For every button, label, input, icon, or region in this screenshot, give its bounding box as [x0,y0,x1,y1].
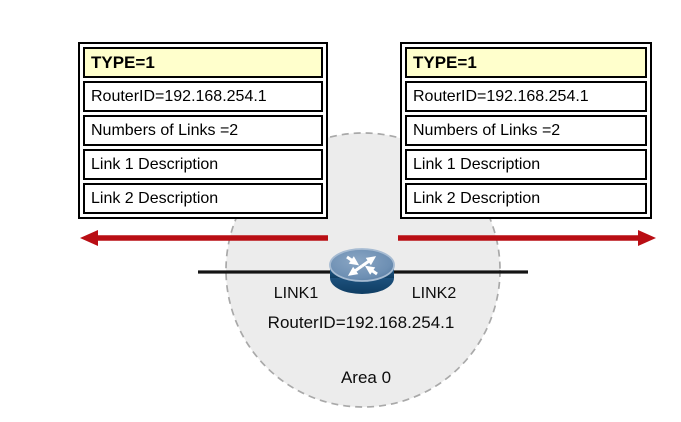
router-arrows-glyph [346,255,378,276]
table-row: Link 2 Description [83,183,323,214]
area0-label: Area 0 [340,368,392,387]
flood-arrow-left-icon [80,230,328,246]
table-row: Link 2 Description [405,183,647,214]
lsa-table-right: TYPE=1 RouterID=192.168.254.1 Numbers of… [400,42,652,219]
table-row: Link 1 Description [405,149,647,180]
lsa-right-header: TYPE=1 [405,47,647,78]
flood-arrow-right-icon [398,230,656,246]
lsa-left-header: TYPE=1 [83,47,323,78]
router-id-label: RouterID=192.168.254.1 [267,313,455,332]
link1-label: LINK1 [273,285,319,302]
table-row: Numbers of Links =2 [405,115,647,146]
table-row: RouterID=192.168.254.1 [405,81,647,112]
table-row: Link 1 Description [83,149,323,180]
lsa-table-left: TYPE=1 RouterID=192.168.254.1 Numbers of… [78,42,328,219]
link2-label: LINK2 [411,285,457,302]
router-icon [329,248,395,294]
table-row: Numbers of Links =2 [83,115,323,146]
table-row: RouterID=192.168.254.1 [83,81,323,112]
